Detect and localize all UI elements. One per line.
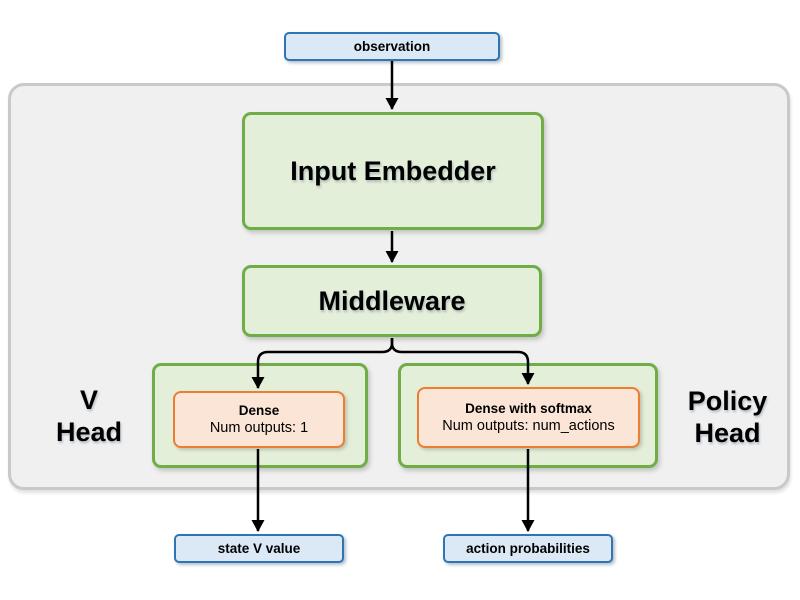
v-head-title-line1: V bbox=[79, 385, 98, 416]
v-head-title: V Head bbox=[39, 383, 139, 451]
v-dense-title: Dense bbox=[238, 402, 280, 418]
input-embedder-node: Input Embedder bbox=[242, 112, 544, 230]
middleware-label: Middleware bbox=[318, 285, 466, 316]
observation-label: observation bbox=[353, 39, 431, 54]
policy-head-title-line1: Policy bbox=[687, 386, 768, 417]
state-v-value-label: state V value bbox=[217, 541, 301, 556]
policy-dense-title: Dense with softmax bbox=[465, 400, 592, 416]
state-v-value-node: state V value bbox=[174, 534, 344, 563]
policy-dense-subtitle: Num outputs: num_actions bbox=[442, 418, 615, 435]
observation-node: observation bbox=[284, 32, 500, 61]
policy-head-title-line2: Head bbox=[694, 418, 761, 448]
policy-head-title: Policy Head bbox=[675, 384, 780, 452]
v-dense-subtitle: Num outputs: 1 bbox=[209, 420, 309, 437]
policy-dense-layer-node: Dense with softmax Num outputs: num_acti… bbox=[417, 387, 640, 448]
input-embedder-label: Input Embedder bbox=[290, 155, 496, 186]
action-probabilities-node: action probabilities bbox=[443, 534, 613, 563]
action-probabilities-label: action probabilities bbox=[466, 541, 590, 556]
v-dense-layer-node: Dense Num outputs: 1 bbox=[173, 391, 345, 448]
v-head-title-line2: Head bbox=[55, 417, 123, 447]
middleware-node: Middleware bbox=[242, 265, 542, 337]
